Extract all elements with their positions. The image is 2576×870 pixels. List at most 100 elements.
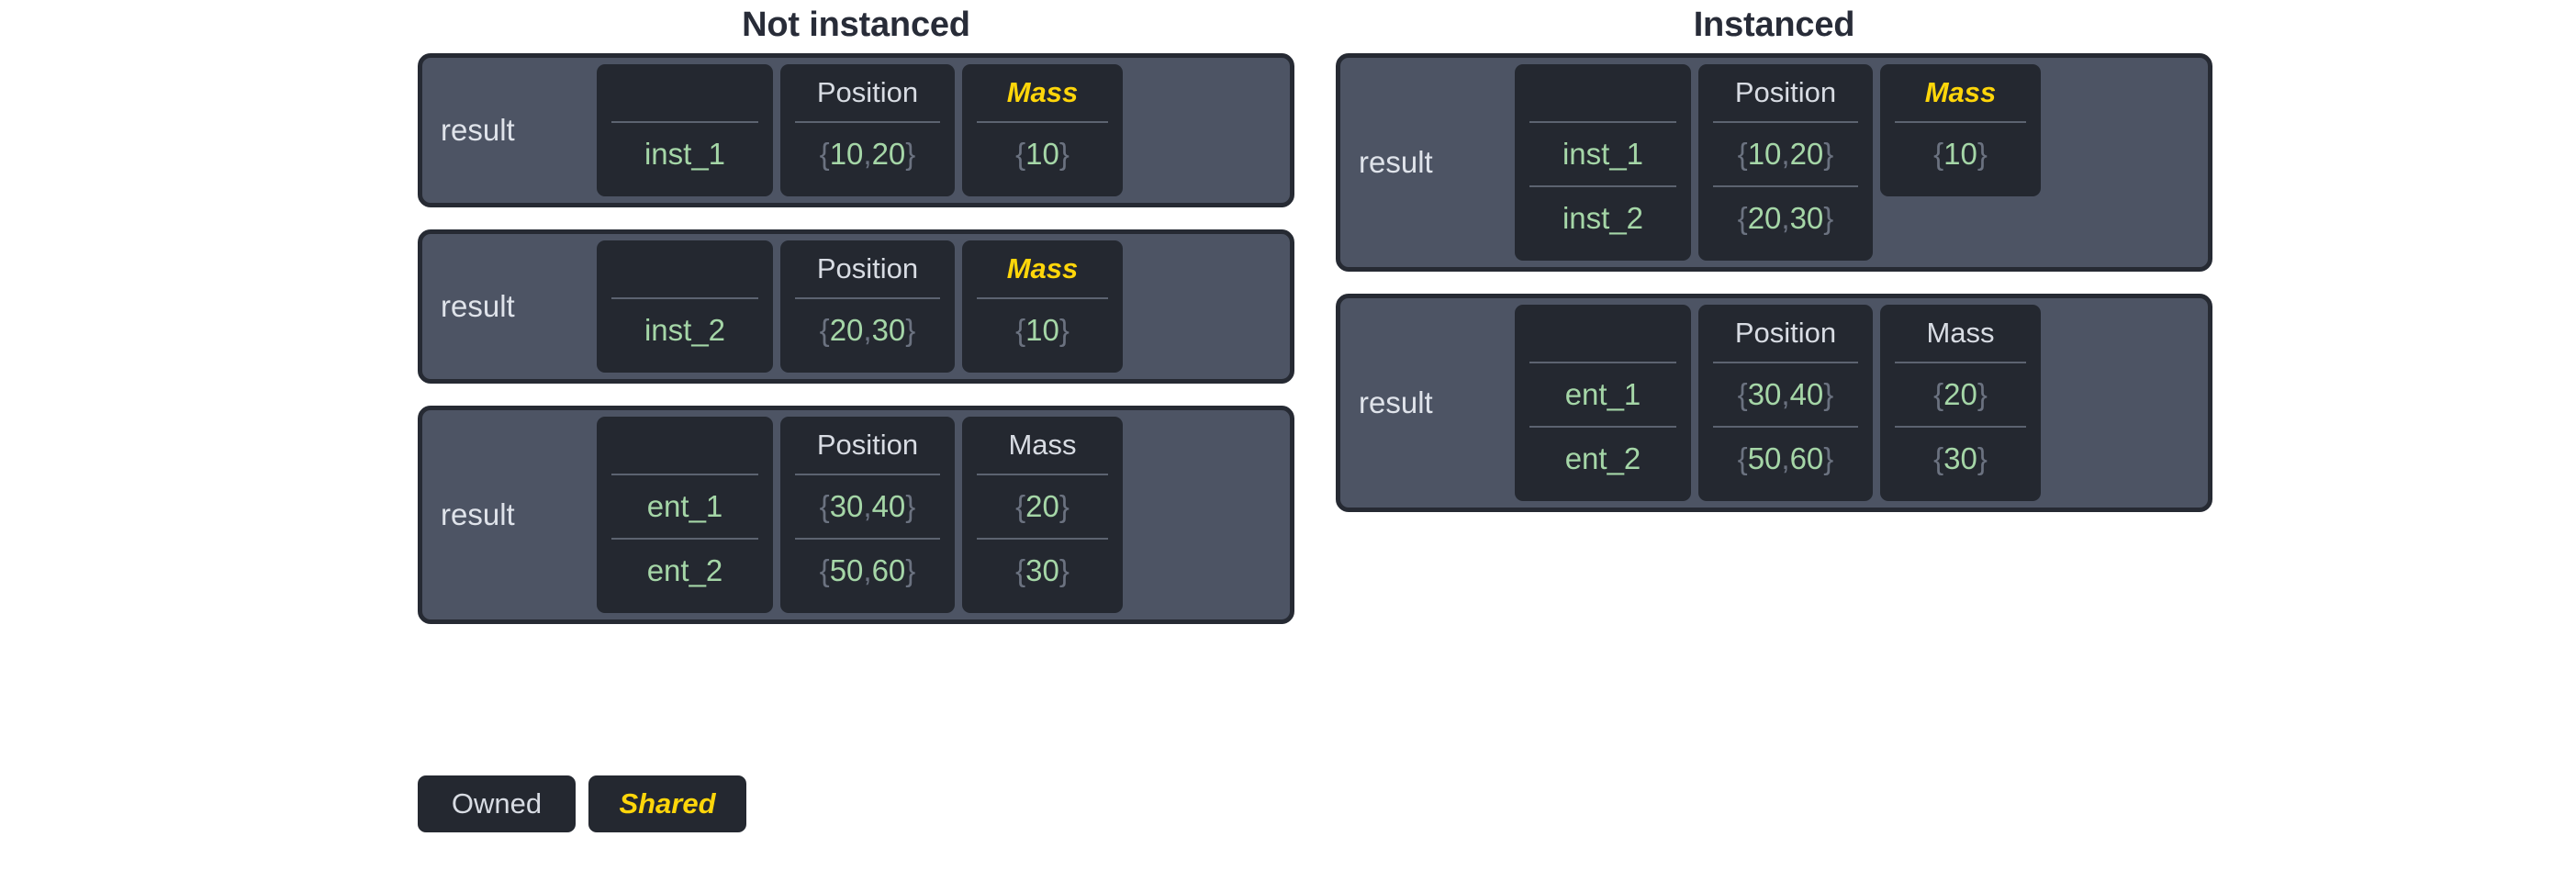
entity-id-column: ent_1 ent_2	[597, 417, 773, 613]
mass-cell: {20}	[1933, 377, 1988, 411]
position-divider	[1713, 362, 1858, 363]
result-label: result	[1359, 145, 1433, 179]
entity-id-column: inst_1	[597, 64, 773, 196]
card-padding	[610, 185, 760, 196]
legend: Owned Shared	[418, 775, 746, 832]
entity-id-cell: ent_1	[646, 489, 723, 523]
entity-id-header	[610, 64, 760, 121]
position-divider	[795, 474, 940, 475]
entity-id-cell: inst_1	[1562, 137, 1644, 171]
position-cell: {20, 30}	[1737, 201, 1834, 235]
legend-chip-shared: Shared	[588, 775, 746, 832]
entity-id-cell: ent_2	[646, 553, 723, 587]
position-column: Position {10, 20} {20, 30}	[1698, 64, 1873, 261]
mass-header: Mass	[1926, 317, 1995, 349]
table-columns: ent_1 ent_2 Position {30, 40} {50, 60} Mass {2…	[597, 410, 1290, 619]
entity-id-divider	[611, 297, 758, 299]
card-padding	[1528, 490, 1678, 501]
entity-id-cell: inst_2	[644, 313, 726, 347]
mass-cell: {10}	[1015, 313, 1070, 347]
mass-divider	[977, 538, 1108, 540]
card-padding	[975, 362, 1110, 373]
position-divider	[1713, 121, 1858, 123]
mass-column: Mass {10}	[1880, 64, 2041, 196]
mass-cell: {30}	[1933, 441, 1988, 475]
mass-cell: {10}	[1933, 137, 1988, 171]
result-label: result	[441, 113, 515, 147]
card-padding	[975, 602, 1110, 613]
position-divider	[1713, 426, 1858, 428]
result-label: result	[1359, 385, 1433, 419]
legend-owned-label: Owned	[451, 787, 543, 820]
position-header: Position	[816, 429, 919, 461]
position-cell: {30, 40}	[819, 489, 916, 523]
result-label: result	[441, 289, 515, 323]
mass-cell: {20}	[1015, 489, 1070, 523]
entity-id-divider	[611, 474, 758, 475]
table-columns: inst_1 Position {10, 20} Mass {10}	[597, 58, 1290, 203]
position-cell: {10, 20}	[1737, 137, 1834, 171]
mass-cell: {10}	[1015, 137, 1070, 171]
mass-divider	[1895, 362, 2026, 363]
entity-id-divider	[611, 121, 758, 123]
position-column: Position {10, 20}	[780, 64, 955, 196]
mass-header: Mass	[1008, 429, 1077, 461]
entity-id-header	[1528, 64, 1678, 121]
legend-shared-label: Shared	[619, 787, 716, 820]
position-header: Position	[1734, 317, 1837, 349]
entity-id-header	[610, 417, 760, 474]
table-columns: inst_1 inst_2 Position {10, 20} {20, 30} Mass…	[1515, 58, 2208, 267]
entity-id-cell: inst_2	[1562, 201, 1644, 235]
position-cell: {20, 30}	[819, 313, 916, 347]
table-columns: inst_2 Position {20, 30} Mass {10}	[597, 234, 1290, 379]
entity-id-header	[1528, 305, 1678, 362]
entity-id-cell: ent_1	[1564, 377, 1641, 411]
position-header: Position	[816, 76, 919, 108]
entity-id-divider	[1529, 362, 1676, 363]
mass-header: Mass	[1924, 76, 1997, 108]
card-padding	[1528, 250, 1678, 261]
position-header: Position	[816, 252, 919, 284]
position-cell: {10, 20}	[819, 137, 916, 171]
card-padding	[1711, 490, 1860, 501]
legend-chip-owned: Owned	[418, 775, 576, 832]
entity-id-divider	[611, 538, 758, 540]
card-padding	[1893, 490, 2028, 501]
column-title: Instanced	[1693, 6, 1855, 44]
position-cell: {50, 60}	[1737, 441, 1834, 475]
position-cell: {50, 60}	[819, 553, 916, 587]
card-padding	[975, 185, 1110, 196]
result-label: result	[441, 497, 515, 531]
card-padding	[610, 362, 760, 373]
position-divider	[795, 538, 940, 540]
mass-header: Mass	[1006, 76, 1079, 108]
position-divider	[795, 121, 940, 123]
entity-id-cell: inst_1	[644, 137, 726, 171]
mass-column: Mass {20} {30}	[1880, 305, 2041, 501]
card-padding	[610, 602, 760, 613]
result-block: result inst_1 inst_2 Position {10, 20} {20, …	[1336, 53, 2212, 272]
entity-id-divider	[1529, 121, 1676, 123]
entity-id-header	[610, 240, 760, 297]
card-padding	[1893, 185, 2028, 196]
entity-id-cell: ent_2	[1564, 441, 1641, 475]
mass-column: Mass {20} {30}	[962, 417, 1123, 613]
position-header: Position	[1734, 76, 1837, 108]
result-block: result inst_2 Position {20, 30} Mass {10}	[418, 229, 1294, 384]
mass-header: Mass	[1006, 252, 1079, 284]
card-padding	[1711, 250, 1860, 261]
mass-divider	[1895, 121, 2026, 123]
mass-column: Mass {10}	[962, 240, 1123, 373]
column-title: Not instanced	[742, 6, 970, 44]
mass-cell: {30}	[1015, 553, 1070, 587]
result-block: result inst_1 Position {10, 20} Mass {10}	[418, 53, 1294, 207]
mass-column: Mass {10}	[962, 64, 1123, 196]
entity-id-divider	[1529, 185, 1676, 187]
mass-divider	[977, 474, 1108, 475]
position-divider	[795, 297, 940, 299]
